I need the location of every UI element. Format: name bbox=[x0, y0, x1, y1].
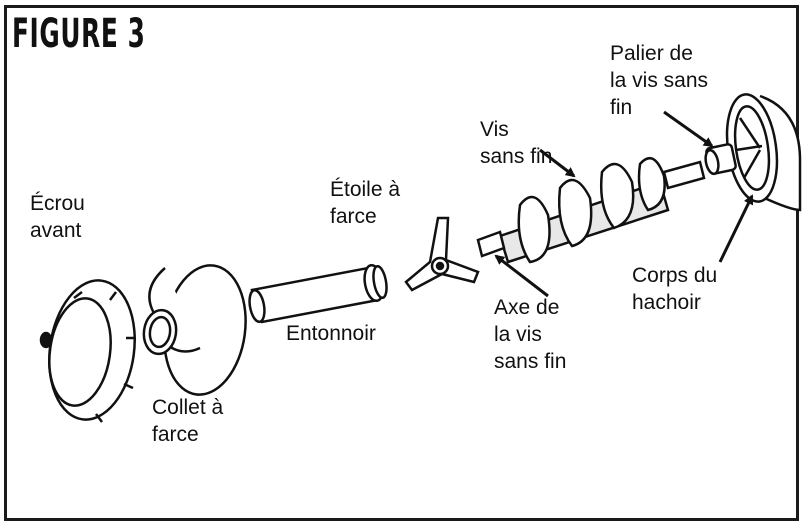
stuffing-star bbox=[404, 216, 480, 292]
grinder-body bbox=[704, 93, 802, 212]
label-corps-du-hachoir: Corps du hachoir bbox=[632, 264, 718, 314]
label-entonnoir: Entonnoir bbox=[286, 322, 376, 345]
label-ecrou-avant: Écrou avant bbox=[30, 192, 85, 242]
label-axe-de-la-vis: Axe de la vis sans fin bbox=[494, 296, 567, 373]
stuffing-collar bbox=[142, 264, 247, 396]
label-vis-sans-fin: Vis sans fin bbox=[480, 118, 553, 168]
leader-arrows bbox=[494, 110, 754, 298]
label-collet-a-farce: Collet à farce bbox=[152, 396, 224, 446]
label-etoile-a-farce: Étoile à farce bbox=[330, 178, 401, 228]
figure-title: FIGURE 3 bbox=[12, 11, 146, 57]
front-nut bbox=[39, 279, 136, 423]
funnel-tube bbox=[248, 263, 388, 324]
worm-screw bbox=[476, 156, 706, 264]
label-palier: Palier de la vis sans fin bbox=[610, 42, 709, 119]
figure-frame bbox=[4, 5, 799, 521]
